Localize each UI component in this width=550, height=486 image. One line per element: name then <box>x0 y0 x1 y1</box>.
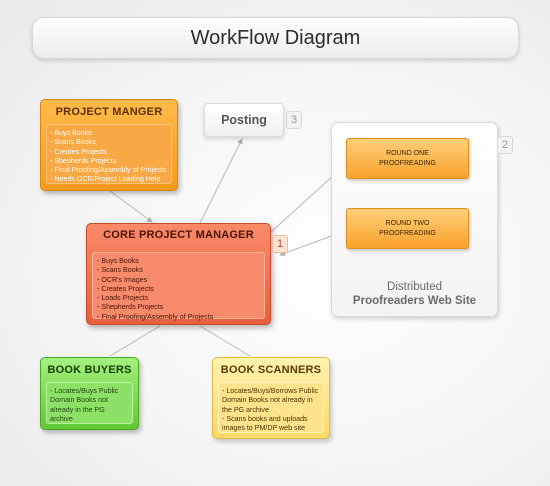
posting-number-tag: 3 <box>286 111 302 129</box>
edge-pm-to-core <box>109 190 153 223</box>
book-buyers-heading: BOOK BUYERS <box>47 364 132 376</box>
posting-node: Posting <box>204 103 284 137</box>
list-item: - Creates Projects <box>97 284 154 293</box>
core-number-tag: 1 <box>272 235 288 253</box>
list-item: - Final Proofing/Assembly of Projects <box>97 312 214 321</box>
list-item: - Creates Projects <box>50 147 107 156</box>
project-manager-heading: PROJECT MANGER <box>55 106 163 118</box>
project-manager-body: - Buys Books - Scans Books - Creates Pro… <box>46 124 172 184</box>
list-item: - OCR's Images <box>97 275 148 284</box>
list-item: - Scans Books <box>97 266 143 275</box>
list-item: - Buys Books <box>97 257 139 265</box>
edge-core-to-scanners <box>199 325 251 357</box>
diagram-title: WorkFlow Diagram <box>32 17 519 59</box>
list-item: - Loads Projects <box>97 294 149 303</box>
distributed-proofreaders-label: Distributed Proofreaders Web Site <box>332 280 497 308</box>
edge-core-to-buyers <box>109 325 161 357</box>
round-one-line1: ROUND ONE <box>386 149 429 157</box>
list-item: - Buys Books <box>50 129 92 137</box>
distributed-number-tag: 2 <box>497 136 513 154</box>
round-two-line2: PROOFREADING <box>379 229 436 237</box>
distributed-label-line1: Distributed <box>387 281 442 293</box>
list-item: - Scans Books <box>50 138 96 147</box>
round-one-proofreading-node: ROUND ONE PROOFREADING <box>346 138 469 179</box>
list-item: - Scans books and uploads images to PM/D… <box>222 414 308 433</box>
book-buyers-node: BOOK BUYERS - Locates/Buys Public Domain… <box>40 357 139 430</box>
list-item: - Shepherds Projects <box>97 303 164 312</box>
distributed-label-line2: Proofreaders Web Site <box>352 295 477 307</box>
edge-core-to-posting <box>199 138 243 224</box>
round-one-line2: PROOFREADING <box>379 159 436 167</box>
book-scanners-heading: BOOK SCANNERS <box>220 364 322 376</box>
project-manager-node: PROJECT MANGER - Buys Books - Scans Book… <box>40 99 178 191</box>
round-two-proofreading-node: ROUND TWO PROOFREADING <box>346 208 469 249</box>
list-item: - Shepherds Projects <box>50 156 117 165</box>
core-project-manager-heading: CORE PROJECT MANAGER <box>103 229 254 241</box>
core-project-manager-node: CORE PROJECT MANAGER - Buys Books - Scan… <box>86 223 271 325</box>
list-item: - Locates/Buys/Borrows Public Domain Boo… <box>222 387 319 414</box>
list-item: - Locates/Buys Public Domain Books not a… <box>50 387 119 423</box>
round-two-line1: ROUND TWO <box>385 219 430 227</box>
book-scanners-body: - Locates/Buys/Borrows Public Domain Boo… <box>218 382 324 433</box>
core-project-manager-body: - Buys Books - Scans Books - OCR's Image… <box>92 252 265 321</box>
list-item: - Final Proofing/Assembly of Projects <box>50 166 167 175</box>
book-buyers-body: - Locates/Buys Public Domain Books not a… <box>46 382 133 424</box>
list-item: - Needs OCR/Project Loading Help <box>50 175 161 184</box>
book-scanners-node: BOOK SCANNERS - Locates/Buys/Borrows Pub… <box>212 357 330 439</box>
